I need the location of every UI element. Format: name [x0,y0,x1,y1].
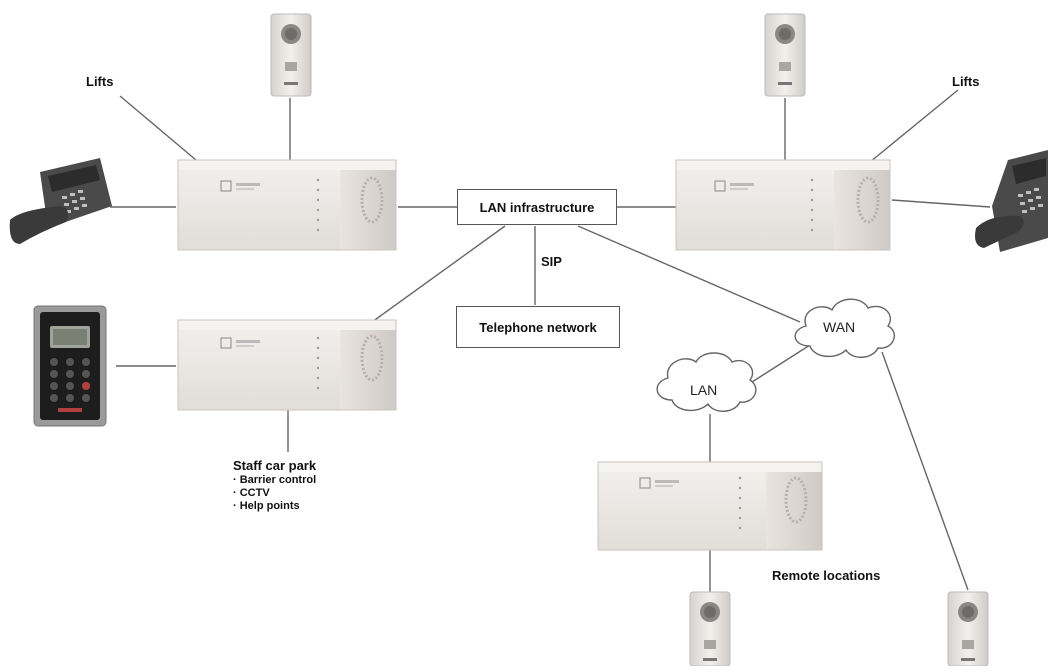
lan-cloud [656,352,757,412]
desk-phone-right [975,150,1048,252]
line-lifts-right [869,89,959,163]
line-wan-lan [751,344,811,383]
keypad-intercom [33,305,107,427]
label-wan: WAN [823,319,856,335]
intercom-bottom-center [689,591,731,667]
intercom-bottom-right [947,591,989,667]
car-park-title: Staff car park [233,458,317,473]
telephone-network-label: Telephone network [479,319,597,335]
line-wan-remote-intercom [881,351,969,591]
server-top-left [177,159,397,251]
label-remote-locations: Remote locations [772,568,881,583]
label-lan: LAN [690,382,718,398]
car-park-item-help-points: · Help points [233,500,300,512]
intercom-top-right [764,13,806,97]
car-park-item-barrier: · Barrier control [233,474,317,486]
wan-cloud [794,298,896,358]
label-sip: SIP [541,254,562,269]
car-park-item-cctv: · CCTV [233,487,270,499]
telephone-network-box: Telephone network [456,306,620,348]
line-lifts-left [119,95,197,161]
intercom-top-left [270,13,312,97]
line-lan-wan [577,225,801,323]
line-phone-right [891,199,991,208]
server-remote [597,461,823,551]
lan-infrastructure-box: LAN infrastructure [457,189,617,225]
server-top-right [675,159,891,251]
lan-infrastructure-label: LAN infrastructure [479,199,595,215]
label-lifts-left: Lifts [86,74,114,89]
staff-car-park-list: Staff car park · Barrier control · CCTV … [233,458,316,513]
line-lan-server-mid [371,225,506,323]
desk-phone-left [9,158,112,244]
connection-lines [110,89,991,592]
server-middle-left [177,319,397,411]
label-lifts-right: Lifts [952,74,980,89]
